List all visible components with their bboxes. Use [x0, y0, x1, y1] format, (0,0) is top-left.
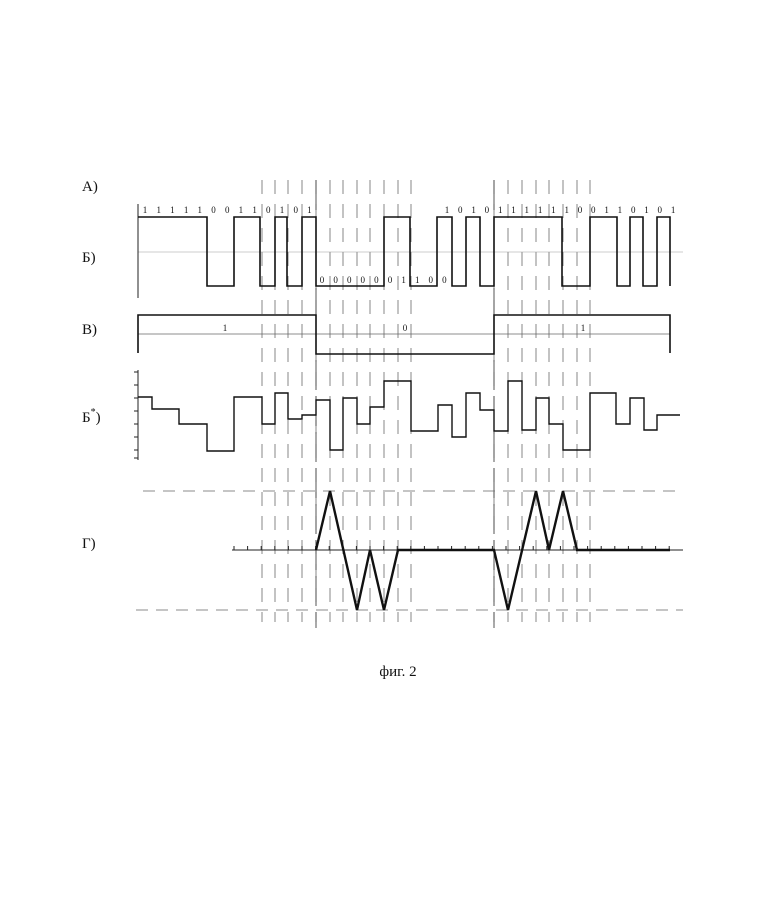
bit-label: 0	[591, 205, 596, 215]
bit-label: 0	[347, 275, 352, 285]
bit-label: 0	[266, 205, 271, 215]
bit-label: 0	[361, 275, 366, 285]
row-bstar-waveform	[138, 381, 680, 451]
bit-labels-top: 1111100110101101011111100110101	[143, 205, 676, 215]
row-g-waveform	[316, 491, 670, 610]
bit-label: 1	[618, 205, 623, 215]
bit-label: 1	[307, 205, 312, 215]
bit-label: 1	[498, 205, 503, 215]
figure-caption: фиг. 2	[379, 664, 416, 680]
bit-label: 0	[320, 275, 325, 285]
bit-label: 1	[143, 205, 148, 215]
bit-label: 1	[604, 205, 609, 215]
bit-label: 0	[429, 275, 434, 285]
bit-label: 1	[401, 275, 406, 285]
vertical-dashed-grid	[262, 180, 590, 622]
bit-label: 0	[458, 205, 463, 215]
row-label-bstar: Б*)	[82, 407, 101, 426]
row-label-g: Г)	[82, 536, 96, 552]
bit-label: 1	[564, 205, 569, 215]
bit-label: 0	[225, 205, 230, 215]
block-bit-3: 1	[581, 323, 586, 333]
bit-label: 1	[471, 205, 476, 215]
block-bit-2: 0	[403, 323, 408, 333]
block-bit-1: 1	[223, 323, 228, 333]
row-label-a: А)	[82, 179, 98, 195]
row-label-bstar-base: Б	[82, 410, 91, 426]
bit-label: 1	[156, 205, 161, 215]
bit-label: 1	[445, 205, 450, 215]
bit-label: 1	[280, 205, 285, 215]
bit-label: 0	[374, 275, 379, 285]
row-label-b: Б)	[82, 250, 96, 266]
row-bstar-axis	[134, 370, 138, 460]
bit-label: 1	[170, 205, 175, 215]
bit-label: 1	[252, 205, 257, 215]
bit-label: 0	[485, 205, 490, 215]
bit-label: 1	[415, 275, 420, 285]
bit-label: 1	[198, 205, 203, 215]
bit-label: 1	[551, 205, 556, 215]
bit-label: 0	[442, 275, 447, 285]
bit-label: 1	[239, 205, 244, 215]
bit-label: 1	[184, 205, 189, 215]
bit-label: 0	[658, 205, 663, 215]
bit-label: 0	[333, 275, 338, 285]
bit-label: 0	[293, 205, 298, 215]
bit-label: 0	[388, 275, 393, 285]
bit-label: 0	[211, 205, 216, 215]
bit-label: 1	[538, 205, 543, 215]
bit-label: 0	[631, 205, 636, 215]
bit-label: 1	[511, 205, 516, 215]
row-label-bstar-suffix: )	[96, 410, 101, 426]
bit-label: 1	[644, 205, 649, 215]
bit-label: 1	[671, 205, 676, 215]
bit-label: 1	[525, 205, 530, 215]
bit-label: 0	[578, 205, 583, 215]
row-label-v: В)	[82, 322, 97, 338]
